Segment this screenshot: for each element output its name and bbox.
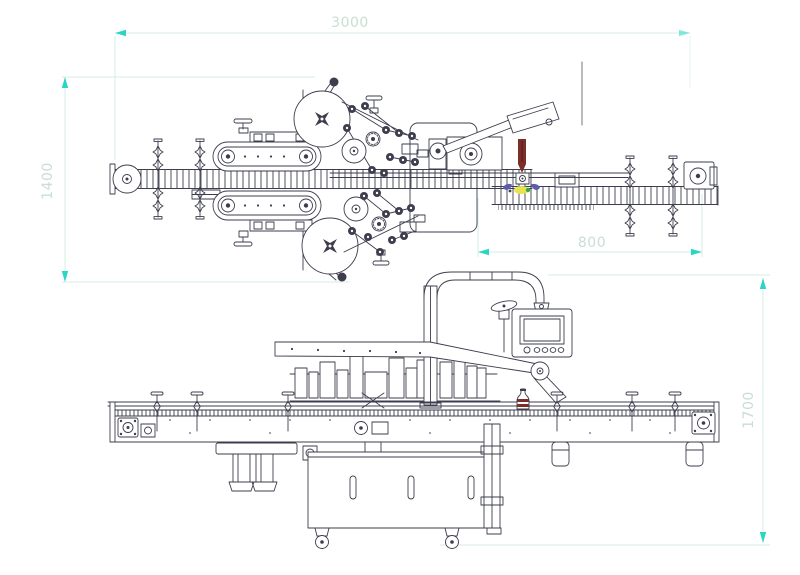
outfeed-drive-motor <box>683 161 718 190</box>
conveyor-motor-left <box>117 417 156 438</box>
door-handle <box>407 475 415 500</box>
dim-label-1400: 1400 <box>40 162 56 200</box>
red-adjust-bar <box>518 139 526 173</box>
label-roll-upper <box>293 77 351 148</box>
door-handle <box>467 475 475 500</box>
dimension-800: 800 <box>477 194 703 257</box>
labeling-head-upper <box>341 95 429 177</box>
outfeed-leg-pads <box>551 441 704 467</box>
dimension-1700: 1700 <box>440 274 770 546</box>
height-crank-handle <box>490 300 518 353</box>
outfeed-conveyor-top <box>491 161 719 210</box>
dim-label-1700: 1700 <box>741 391 757 429</box>
frame-bolt-dots <box>169 419 671 434</box>
dimension-1400: 1400 <box>40 76 350 283</box>
front-view <box>107 271 720 549</box>
stand-column <box>480 423 504 535</box>
wrap-belt-lower <box>212 190 322 247</box>
label-roll-lower <box>301 217 359 282</box>
wrap-belt-upper <box>212 118 322 172</box>
dimension-3000: 3000 <box>114 15 691 160</box>
hmi-button <box>533 347 541 353</box>
hold-down-beam <box>274 341 567 404</box>
hmi-screen <box>519 315 565 345</box>
web-rollers-upper <box>343 102 419 177</box>
machine-cabinet <box>307 451 487 529</box>
infeed-pedestal <box>215 442 298 492</box>
labeling-head-lower <box>343 189 426 266</box>
conveyor-front <box>109 401 720 467</box>
hmi-button <box>523 346 531 354</box>
dim-label-800: 800 <box>578 235 606 251</box>
caster-wheel <box>314 527 330 549</box>
hmi-panel <box>511 302 573 358</box>
door-handle <box>349 475 357 500</box>
hmi-button <box>541 347 549 353</box>
hmi-button <box>549 347 557 353</box>
web-rollers-lower <box>348 189 415 256</box>
bottle-sensor-marks <box>503 172 540 194</box>
top-view <box>109 61 719 282</box>
hmi-button <box>557 347 565 353</box>
sensor-flag-arm <box>429 101 560 160</box>
bottle <box>516 388 530 410</box>
caster-wheel <box>444 527 460 549</box>
conveyor-motor-right <box>691 411 716 435</box>
dim-label-3000: 3000 <box>331 15 369 31</box>
label-head-front <box>289 353 501 409</box>
